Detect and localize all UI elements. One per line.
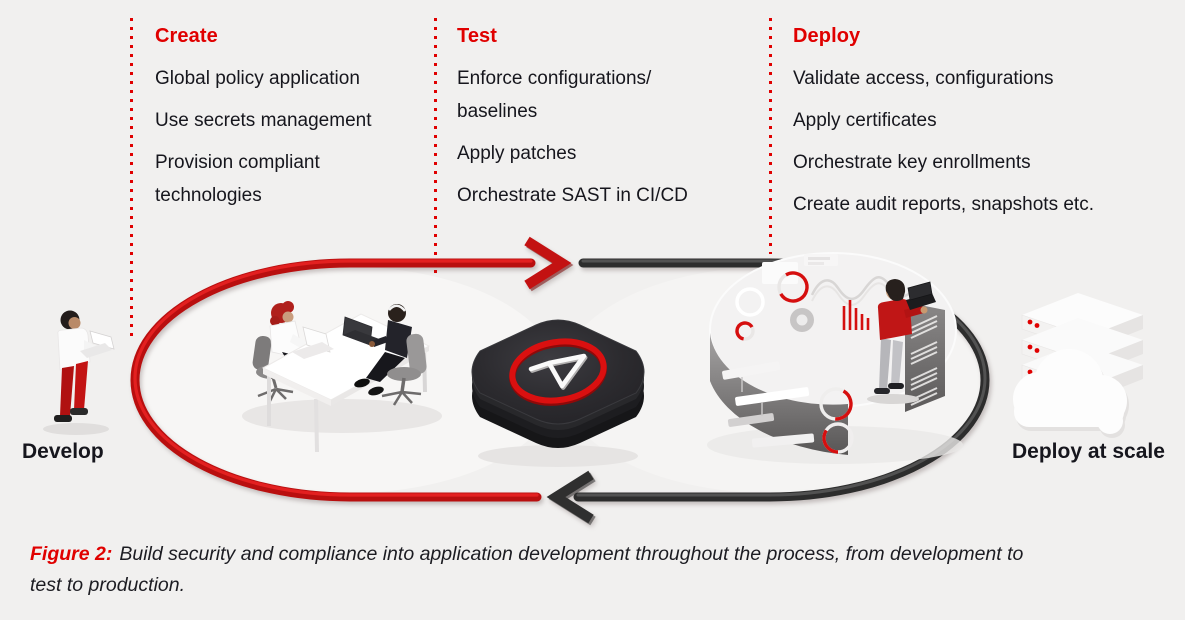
deploy-item-3: Orchestrate key enrollments: [793, 152, 1031, 173]
figure-caption-label: Figure 2:: [30, 543, 113, 565]
figure-caption: Figure 2:Build security and compliance i…: [30, 539, 1130, 601]
phase-title-deploy: Deploy: [793, 25, 861, 47]
deploy-item-4: Create audit reports, snapshots etc.: [793, 194, 1094, 215]
operator-at-dashboard: [867, 279, 936, 404]
developers-at-desk-illustration: [242, 301, 442, 453]
server-stack: [1021, 293, 1143, 402]
phase-title-test: Test: [457, 25, 498, 47]
automation-platform-tile: [471, 319, 645, 467]
red-loop-arrow: [130, 236, 574, 502]
create-dotted-line: [130, 18, 133, 340]
ansible-ring-icon: [509, 338, 607, 406]
red-bar-chart: [842, 300, 870, 330]
cloud-servers-illustration: [1013, 293, 1143, 438]
developer-standing-illustration: [43, 310, 115, 435]
phase-column-deploy: Deploy Validate access, configurations A…: [793, 24, 1183, 230]
cloud-icon: [1013, 349, 1129, 438]
test-item-3: Orchestrate SAST in CI/CD: [457, 185, 688, 206]
test-item-2: Apply patches: [457, 143, 577, 164]
develop-label: Develop: [22, 440, 104, 463]
create-item-2: Use secrets management: [155, 110, 372, 131]
ansible-a-icon: [528, 353, 588, 390]
test-dotted-line: [434, 18, 437, 338]
deploy-at-scale-label: Deploy at scale: [1012, 440, 1165, 463]
right-arrowhead-icon: [524, 236, 574, 292]
deploy-item-1: Validate access, configurations: [793, 68, 1054, 89]
deploy-dotted-line: [769, 18, 772, 254]
left-arrowhead-icon: [546, 470, 596, 526]
create-item-3: Provision compliant technologies: [155, 152, 320, 206]
create-item-1: Global policy application: [155, 68, 360, 89]
phase-column-create: Create Global policy application Use sec…: [155, 24, 455, 221]
dashboard-cylinder-illustration: [707, 252, 963, 464]
phase-title-create: Create: [155, 25, 218, 47]
black-loop-arrow: [546, 258, 990, 526]
phase-column-test: Test Enforce configurations/ baselines A…: [457, 24, 777, 221]
figure-caption-text: Build security and compliance into appli…: [30, 543, 1024, 596]
panel-hatch-marks: [910, 315, 938, 406]
deploy-item-2: Apply certificates: [793, 110, 937, 131]
test-item-1: Enforce configurations/ baselines: [457, 68, 652, 122]
loop-interior-glow: [139, 267, 981, 493]
